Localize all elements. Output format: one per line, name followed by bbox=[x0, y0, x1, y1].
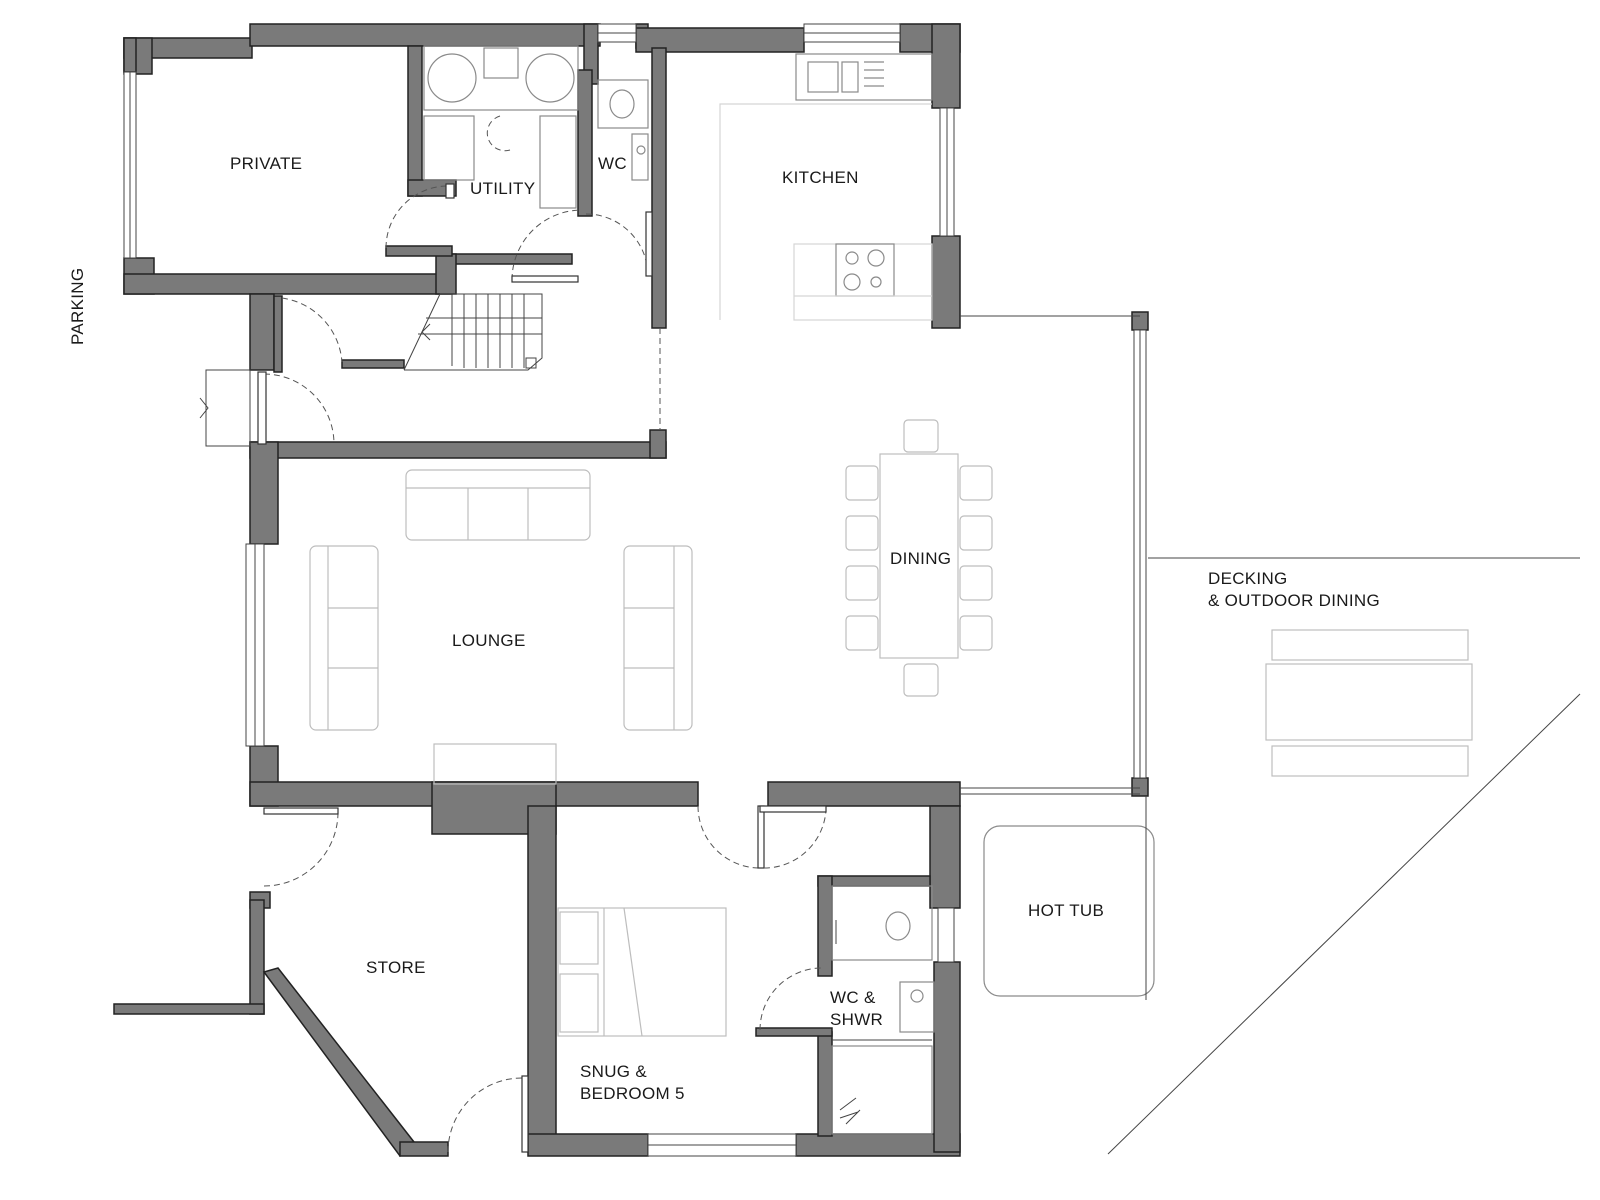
label-decking-line1: DECKING bbox=[1208, 569, 1288, 588]
label-wc-shwr-line1: WC & bbox=[830, 988, 876, 1007]
wall-kitchen-right-bottom bbox=[931, 235, 961, 329]
label-wc-shwr-line2: SHWR bbox=[830, 1010, 883, 1029]
wall-hall-left-stub bbox=[273, 295, 283, 373]
wall-store-left bbox=[249, 899, 265, 1015]
furniture bbox=[309, 419, 1581, 1155]
wall-dining-post-top bbox=[1131, 311, 1149, 331]
wall-stair-base bbox=[341, 359, 405, 369]
label-dining: DINING bbox=[890, 549, 951, 568]
label-private: PRIVATE bbox=[230, 154, 302, 173]
wall-snug-left bbox=[527, 805, 557, 1153]
outdoor-bench-top bbox=[1271, 629, 1469, 661]
wall-private-left-top bbox=[123, 37, 137, 73]
hot-tub bbox=[983, 825, 1155, 997]
label-parking: PARKING bbox=[68, 268, 87, 345]
sofa-right bbox=[623, 545, 693, 731]
wall-utility-bottom-stub bbox=[435, 253, 457, 295]
porch bbox=[205, 369, 251, 447]
wall-store-bottom bbox=[399, 1141, 449, 1157]
wall-dining-post-bottom bbox=[1131, 777, 1149, 797]
sofa-top bbox=[405, 469, 591, 541]
wall-shower-stub bbox=[755, 1027, 833, 1037]
wall-kitchen-right-top bbox=[931, 23, 961, 109]
decking-diagonal bbox=[1107, 693, 1581, 1155]
wall-lounge-top bbox=[249, 441, 667, 459]
label-snug-line1: SNUG & bbox=[580, 1062, 647, 1081]
label-hot-tub: HOT TUB bbox=[1028, 901, 1104, 920]
media-unit bbox=[433, 743, 557, 785]
label-store: STORE bbox=[366, 958, 426, 977]
outdoor-table bbox=[1265, 663, 1473, 741]
stair-arrow bbox=[421, 323, 431, 341]
label-wc: WC bbox=[598, 154, 627, 173]
wall-shower-left-top bbox=[817, 875, 833, 977]
wall-utility-right bbox=[577, 69, 593, 217]
label-kitchen: KITCHEN bbox=[782, 168, 859, 187]
entry-arrow bbox=[199, 397, 209, 419]
walls bbox=[113, 23, 1149, 1158]
wall-private-bottom bbox=[123, 273, 453, 295]
wall-wc-right bbox=[651, 47, 667, 329]
label-utility: UTILITY bbox=[470, 179, 535, 198]
dining-table bbox=[879, 453, 959, 659]
stairs bbox=[403, 293, 543, 371]
wall-store-diagonal bbox=[262, 967, 415, 1158]
label-decking-line2: & OUTDOOR DINING bbox=[1208, 591, 1380, 610]
wall-lounge-bottom-right bbox=[767, 781, 961, 807]
wall-top-private-raised bbox=[249, 23, 601, 47]
outdoor-bench-bottom bbox=[1271, 745, 1469, 777]
wall-garden bbox=[113, 1003, 265, 1015]
doors bbox=[199, 183, 827, 1153]
room-labels: PRIVATE UTILITY WC KITCHEN PARKING DININ… bbox=[68, 154, 1380, 1103]
bed bbox=[557, 907, 727, 1037]
wall-shower-inner-top bbox=[817, 875, 931, 887]
label-snug-line2: BEDROOM 5 bbox=[580, 1084, 685, 1103]
sofa-left bbox=[309, 545, 379, 731]
label-lounge: LOUNGE bbox=[452, 631, 526, 650]
windows bbox=[123, 23, 1147, 1157]
wall-utility-bottom bbox=[445, 253, 573, 265]
wall-snug-bottom-left bbox=[527, 1133, 649, 1157]
wall-shower-top bbox=[929, 805, 961, 909]
wall-shower-left-bottom bbox=[817, 1031, 833, 1137]
fixtures bbox=[423, 45, 935, 1135]
wall-utility-left bbox=[407, 45, 423, 197]
wall-lounge-top-right bbox=[649, 429, 667, 459]
wall-hall-left bbox=[249, 293, 275, 371]
window-shower bbox=[937, 907, 955, 963]
wall-hall-stub bbox=[385, 245, 453, 257]
wall-lounge-left-top bbox=[249, 441, 279, 545]
wall-shower-right bbox=[933, 961, 961, 1153]
